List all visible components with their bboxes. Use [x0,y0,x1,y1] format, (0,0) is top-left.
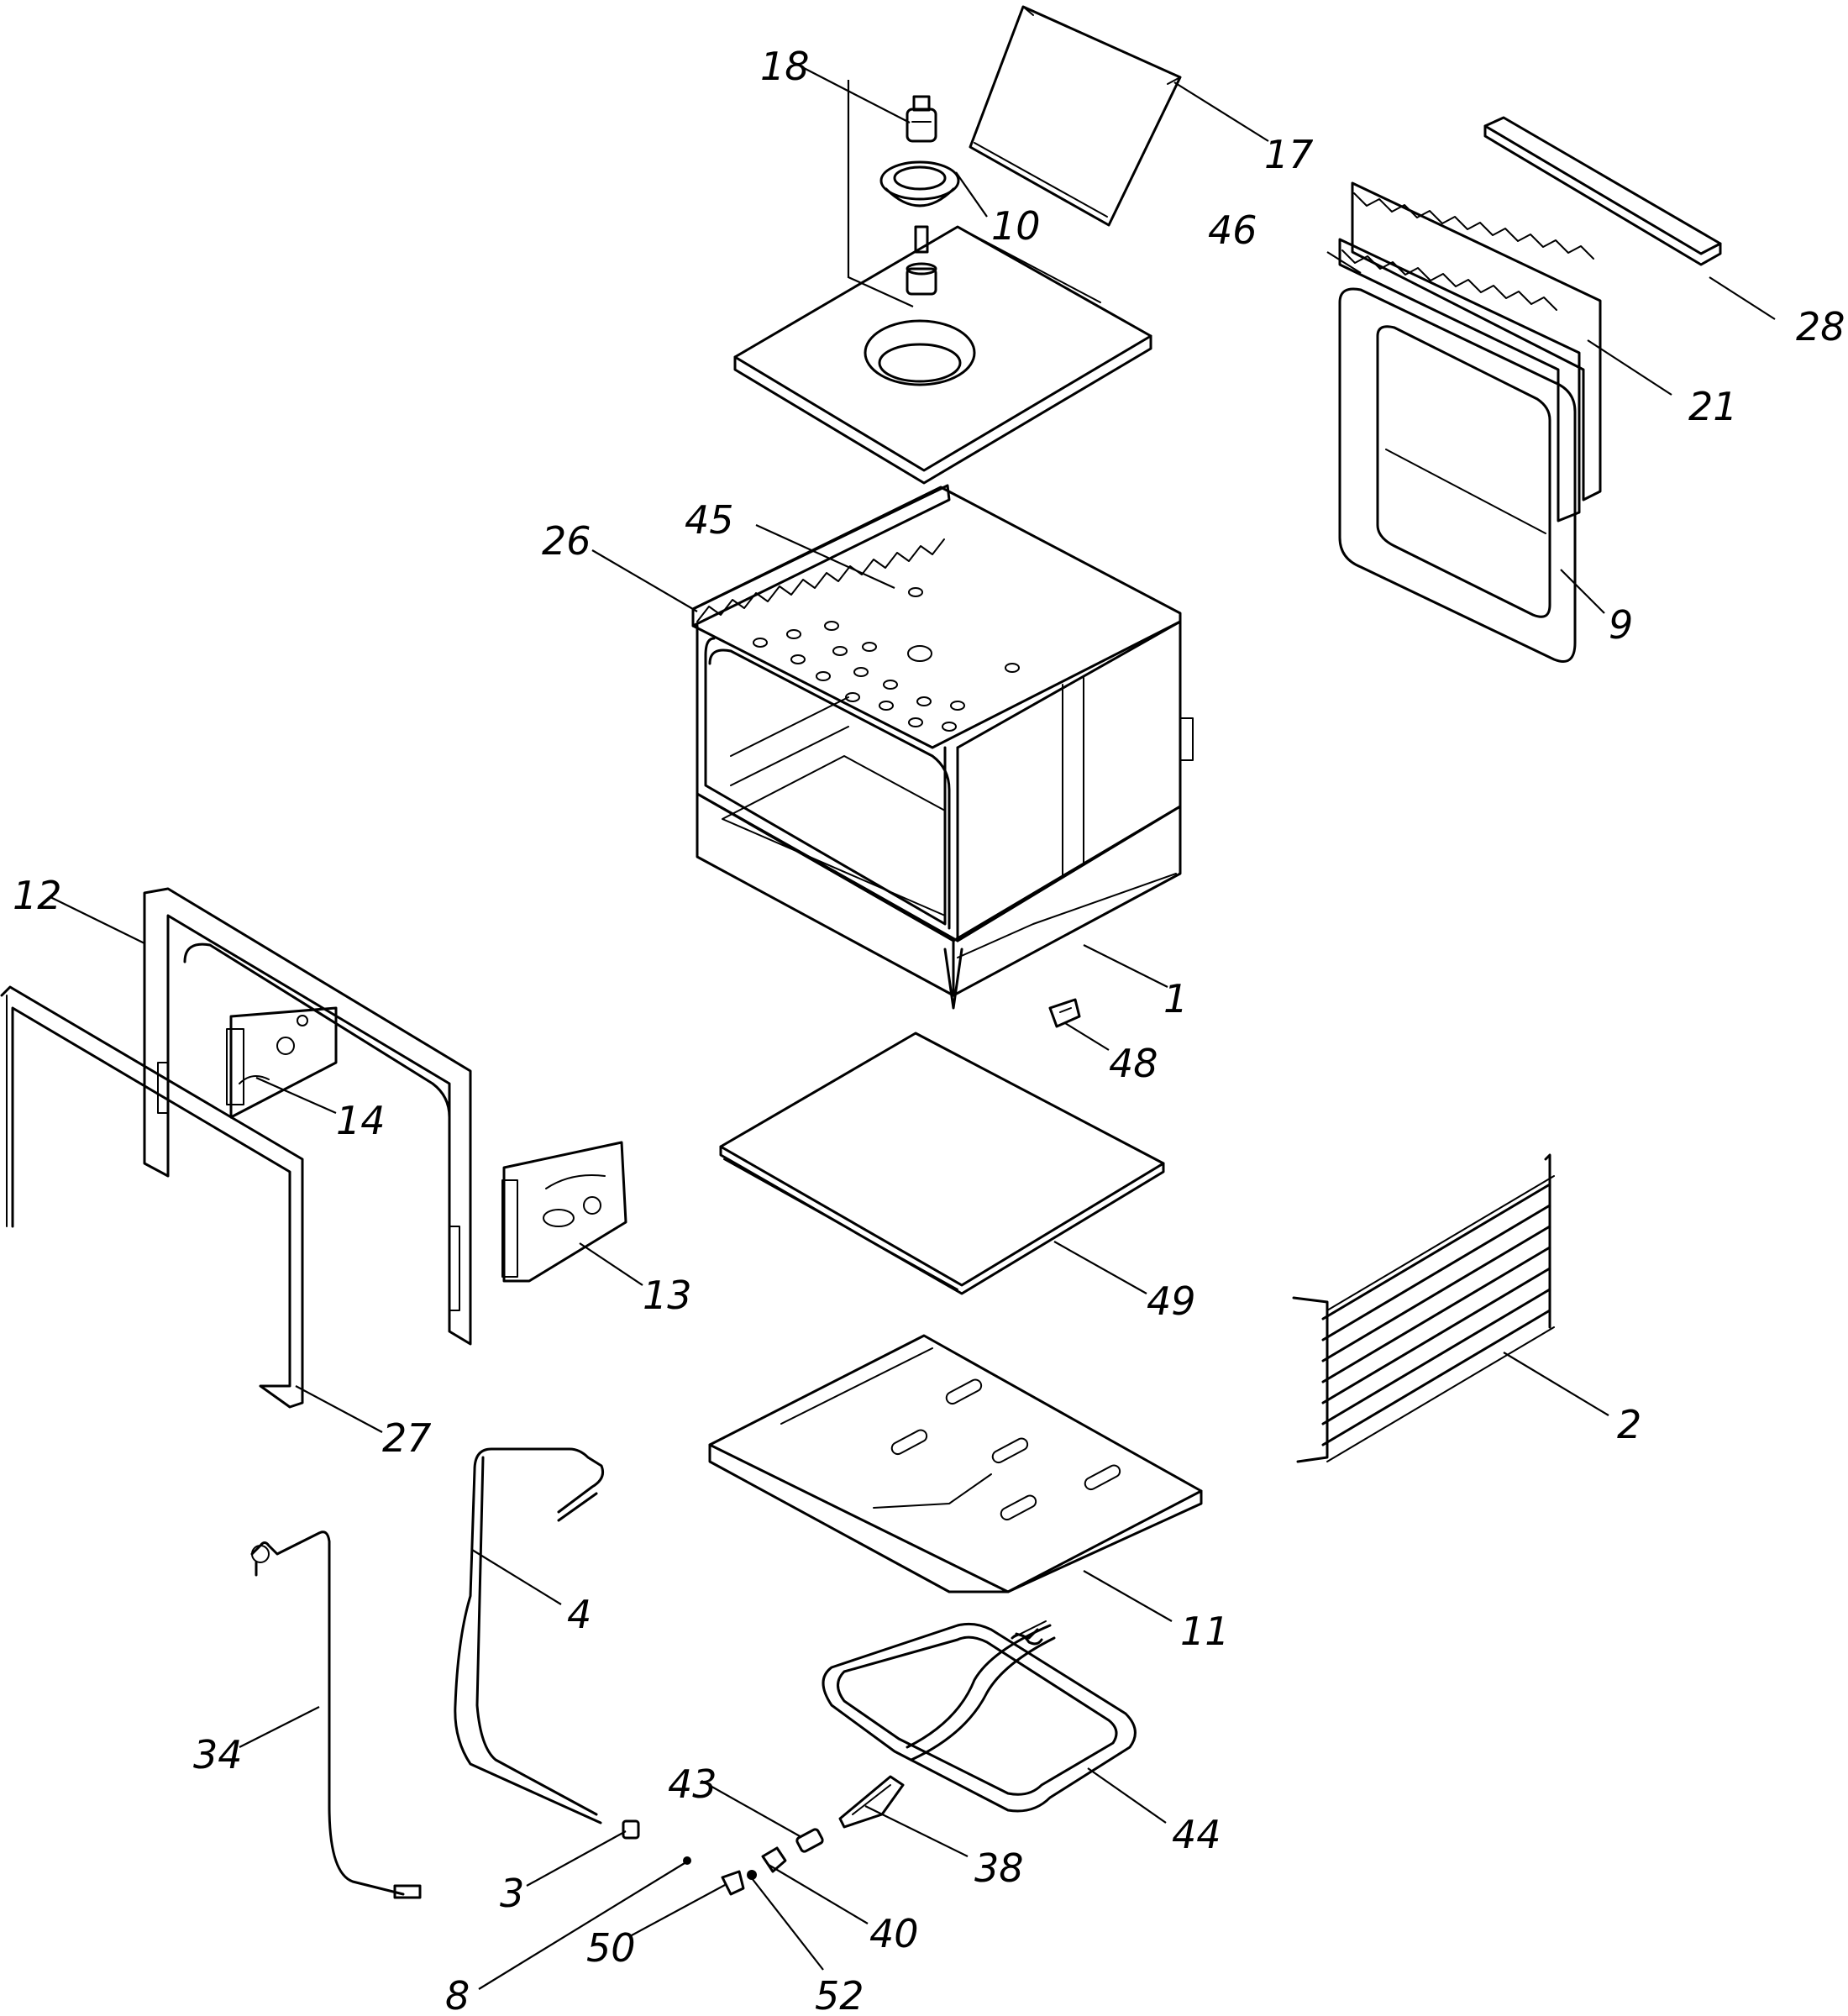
part-14-hinge [226,1006,338,1119]
part-top-plate [733,225,1152,485]
part-50-fitting [721,1870,745,1896]
part-3-nut [622,1819,640,1840]
label-13: 13 [643,1273,692,1318]
label-3: 3 [500,1871,524,1916]
label-11: 11 [1180,1609,1230,1654]
label-21: 21 [1688,384,1738,429]
part-injector [906,225,937,296]
part-46-insulation [1338,238,1581,522]
label-49: 49 [1147,1278,1196,1324]
part-12-front-frame [143,887,472,1346]
label-45: 45 [685,497,734,543]
part-48-clip [1048,998,1081,1028]
leader-lines [50,66,1776,1990]
part-8-washer [683,1856,691,1865]
part-10-burner-ring [879,160,960,207]
label-26: 26 [542,518,591,564]
label-8: 8 [445,1973,470,2016]
part-34-thermocouple [250,1530,422,1899]
label-17: 17 [1264,132,1314,177]
label-43: 43 [668,1761,717,1807]
part-52-fitting [747,1870,757,1880]
callout-labels: 18 17 10 46 28 21 9 26 45 1 48 12 14 13 … [13,44,1845,2016]
label-12: 12 [13,873,62,918]
label-28: 28 [1796,304,1845,349]
part-45-hole-pattern [753,587,1020,732]
label-10: 10 [991,203,1041,249]
label-2: 2 [1617,1402,1641,1447]
label-50: 50 [586,1925,636,1971]
part-28-strip [1483,116,1722,266]
label-40: 40 [869,1911,919,1956]
label-9: 9 [1609,602,1633,648]
label-4: 4 [567,1592,591,1637]
part-21-insulation [1351,181,1602,501]
part-18-burner-cap [906,95,937,143]
label-46: 46 [1208,207,1257,253]
part-9-door-seal [1338,287,1577,663]
part-2-rack [1292,1153,1555,1463]
label-27: 27 [382,1415,432,1461]
part-13-hinge [501,1141,627,1283]
part-38-bracket [838,1775,905,1829]
part-49-plate [719,1032,1165,1295]
label-48: 48 [1109,1041,1158,1086]
label-52: 52 [815,1973,864,2016]
label-1: 1 [1163,976,1188,1021]
label-34: 34 [193,1732,243,1777]
part-11-floor-plate [708,1334,1203,1593]
label-38: 38 [974,1845,1024,1891]
part-40-fitting [761,1846,787,1873]
part-44-burner-frame [822,1620,1137,1813]
part-1-oven-cavity [691,484,1194,1010]
part-spring-clip [1011,1633,1043,1646]
label-44: 44 [1172,1812,1221,1857]
part-17-deflector [969,5,1182,227]
part-4-gas-tube [454,1447,605,1824]
part-27-door-frame [0,985,304,1409]
label-14: 14 [336,1098,386,1143]
part-43-injector [795,1828,824,1853]
label-18: 18 [760,44,810,89]
